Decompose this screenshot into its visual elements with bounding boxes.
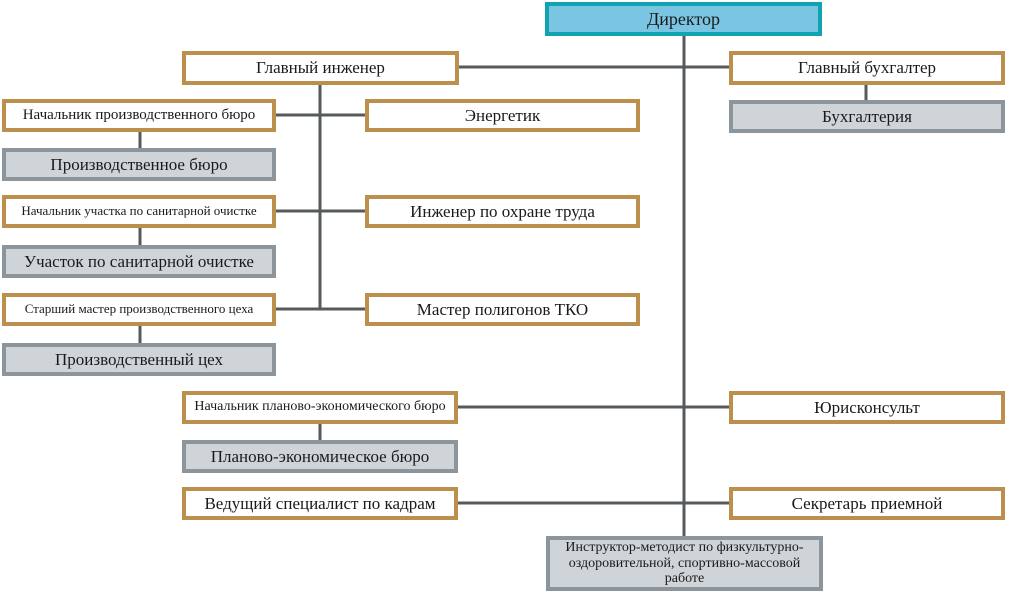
node-head-production-bureau-label: Начальник производственного бюро — [22, 106, 256, 123]
node-sports-instructor: Инструктор-методист по физкультурно-оздо… — [546, 536, 823, 591]
node-head-production-bureau: Начальник производственного бюро — [2, 99, 276, 132]
node-accounting-label: Бухгалтерия — [822, 106, 912, 126]
node-chief-accountant-label: Главный бухгалтер — [797, 58, 937, 78]
node-production-workshop-label: Производственный цех — [55, 349, 223, 369]
node-landfill-master-label: Мастер полигонов ТКО — [416, 299, 589, 319]
node-accounting: Бухгалтерия — [729, 100, 1005, 133]
node-power-engineer: Энергетик — [365, 99, 640, 132]
node-sports-instructor-label: Инструктор-методист по физкультурно-оздо… — [565, 540, 804, 587]
node-head-planning-bureau: Начальник планово-экономического бюро — [182, 391, 458, 424]
node-planning-bureau-label: Планово-экономическое бюро — [210, 446, 430, 466]
node-hr-specialist-label: Ведущий специалист по кадрам — [204, 493, 436, 513]
node-sanitation-site-label: Участок по санитарной очистке — [24, 251, 254, 271]
node-sanitation-site: Участок по санитарной очистке — [2, 245, 276, 278]
node-labor-safety-engineer-label: Инженер по охране труда — [410, 201, 595, 221]
node-chief-accountant: Главный бухгалтер — [729, 51, 1005, 85]
node-power-engineer-label: Энергетик — [464, 105, 541, 125]
node-chief-engineer: Главный инженер — [182, 51, 459, 85]
node-director: Директор — [545, 2, 822, 36]
node-hr-specialist: Ведущий специалист по кадрам — [182, 487, 458, 520]
node-reception-secretary: Секретарь приемной — [729, 487, 1005, 520]
node-production-workshop: Производственный цех — [2, 343, 276, 376]
node-labor-safety-engineer: Инженер по охране труда — [365, 195, 640, 228]
node-planning-bureau: Планово-экономическое бюро — [182, 440, 458, 473]
node-head-sanitation-site-label: Начальник участка по санитарной очистке — [21, 203, 257, 219]
node-head-planning-bureau-label: Начальник планово-экономического бюро — [194, 399, 446, 415]
node-production-bureau-label: Производственное бюро — [50, 154, 228, 174]
node-legal-counsel-label: Юрисконсульт — [814, 397, 920, 417]
node-reception-secretary-label: Секретарь приемной — [791, 493, 943, 513]
node-head-sanitation-site: Начальник участка по санитарной очистке — [2, 195, 276, 228]
node-director-label: Директор — [646, 8, 721, 29]
node-senior-master-workshop: Старший мастер производственного цеха — [2, 293, 276, 326]
node-legal-counsel: Юрисконсульт — [729, 391, 1005, 424]
node-senior-master-workshop-label: Старший мастер производственного цеха — [24, 301, 254, 317]
node-production-bureau: Производственное бюро — [2, 148, 276, 181]
node-landfill-master: Мастер полигонов ТКО — [365, 293, 640, 326]
node-chief-engineer-label: Главный инженер — [256, 58, 385, 78]
